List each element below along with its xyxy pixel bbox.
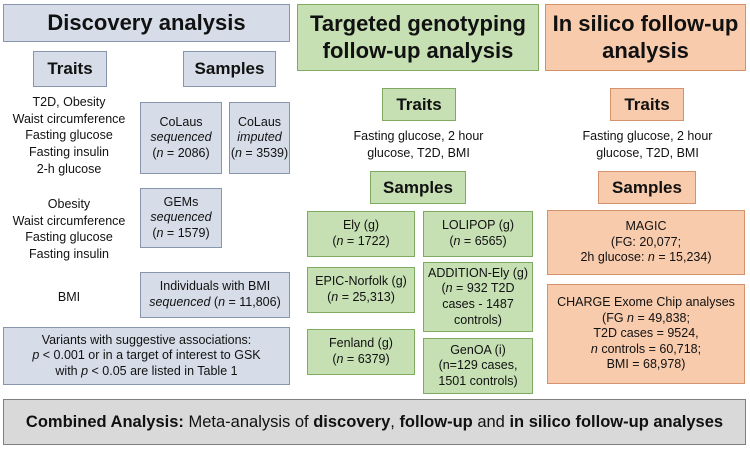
- sample-name: Fenland (g): [329, 336, 393, 351]
- sample-n: (n = 3539): [230, 145, 289, 160]
- combined-analysis-footer: Combined Analysis: Meta-analysis of disc…: [3, 399, 746, 445]
- sample-fenland: Fenland (g) (n = 6379): [307, 329, 415, 375]
- insilico-samples-label: Samples: [598, 171, 696, 204]
- targeted-traits-label: Traits: [382, 88, 456, 121]
- sample-name: LOLIPOP (g): [441, 218, 515, 233]
- sample-charge: CHARGE Exome Chip analyses (FG n = 49,83…: [547, 284, 745, 384]
- trait-text: Obesity: [47, 197, 91, 211]
- targeted-header-line1: Targeted genotyping: [310, 10, 526, 36]
- sample-genoa: GenOA (i) (n=129 cases, 1501 controls): [423, 338, 533, 394]
- note-line: Variants with suggestive associations:: [41, 332, 252, 347]
- targeted-traits-description: Fasting glucose, 2 hour glucose, T2D, BM…: [353, 129, 484, 160]
- sample-n: (n = 2086): [152, 145, 210, 160]
- sample-name: GenOA (i): [450, 342, 506, 357]
- sample-name: GEMs: [163, 194, 199, 209]
- trait-text: Waist circumference: [12, 111, 126, 126]
- sample-n: (n = 932 T2D: [441, 281, 515, 296]
- insilico-traits-text: Traits: [624, 94, 670, 114]
- sample-gems-sequenced: GEMs sequenced (n = 1579): [140, 188, 222, 248]
- variants-note: Variants with suggestive associations: p…: [3, 327, 290, 385]
- targeted-samples-text: Samples: [383, 177, 453, 197]
- sample-name: Ely (g): [342, 218, 380, 233]
- insilico-traits-description: Fasting glucose, 2 hour glucose, T2D, BM…: [582, 129, 713, 160]
- sample-addition-ely: ADDITION-Ely (g) (n = 932 T2D cases - 14…: [423, 262, 533, 332]
- trait-text: Fasting glucose: [25, 128, 113, 143]
- discovery-samples-label: Samples: [183, 51, 276, 87]
- discovery-header-text: Discovery analysis: [47, 9, 246, 35]
- discovery-samples-text: Samples: [194, 59, 265, 79]
- sample-name: CoLaus: [159, 114, 203, 129]
- insilico-samples-text: Samples: [612, 177, 682, 197]
- trait-text: T2D, Obesity: [32, 95, 106, 109]
- sample-name: MAGIC: [625, 219, 667, 234]
- sample-name: ADDITION-Ely (g): [428, 265, 528, 280]
- sample-kind: sequenced: [150, 210, 212, 225]
- discovery-traits-label: Traits: [33, 51, 107, 87]
- sample-n: (n = 25,313): [327, 290, 395, 304]
- sample-epic-norfolk: EPIC-Norfolk (g) (n = 25,313): [307, 267, 415, 313]
- sample-n: sequenced (n = 11,806): [149, 295, 281, 309]
- sample-name: Individuals with BMI: [159, 279, 271, 294]
- sample-colaus-sequenced: CoLaus sequenced (n = 2086): [140, 102, 222, 174]
- sample-magic: MAGIC (FG: 20,077; 2h glucose: n = 15,23…: [547, 210, 745, 275]
- sample-kind: sequenced: [150, 130, 212, 145]
- trait-text: Fasting insulin: [29, 144, 109, 159]
- trait-group-2: Obesity Waist circumference Fasting gluc…: [5, 196, 133, 263]
- insilico-traits-label: Traits: [610, 88, 684, 121]
- insilico-header: In silico follow-up analysis: [545, 4, 746, 71]
- sample-name: CHARGE Exome Chip analyses: [557, 294, 735, 309]
- trait-group-1: T2D, Obesity Waist circumference Fasting…: [5, 94, 133, 177]
- sample-colaus-imputed: CoLaus imputed (n = 3539): [229, 102, 290, 174]
- trait-text: Fasting insulin: [29, 246, 109, 261]
- trait-group-3: BMI: [5, 289, 133, 306]
- trait-text: BMI: [57, 290, 81, 304]
- targeted-traits-text: Traits: [396, 94, 442, 114]
- trait-text: Fasting glucose: [25, 230, 113, 245]
- sample-kind: imputed: [237, 130, 282, 145]
- sample-lolipop: LOLIPOP (g) (n = 6565): [423, 211, 533, 257]
- sample-name: CoLaus: [237, 114, 282, 129]
- sample-n: (n = 1722): [332, 234, 390, 248]
- targeted-header-line2: follow-up analysis: [322, 37, 514, 63]
- sample-n: (n = 6565): [449, 234, 507, 248]
- targeted-header: Targeted genotyping follow-up analysis: [297, 4, 539, 71]
- sample-n: (n = 1579): [152, 225, 210, 240]
- targeted-samples-label: Samples: [370, 171, 466, 204]
- discovery-traits-text: Traits: [47, 59, 93, 79]
- sample-n: (n = 6379): [332, 352, 390, 366]
- insilico-header-line1: In silico follow-up: [552, 10, 739, 36]
- insilico-header-line2: analysis: [602, 37, 689, 63]
- sample-ely: Ely (g) (n = 1722): [307, 211, 415, 257]
- sample-name: EPIC-Norfolk (g): [315, 274, 407, 289]
- note-line: p < 0.001 or in a target of interest to …: [32, 348, 261, 363]
- trait-text: 2-h glucose: [36, 161, 102, 176]
- discovery-header: Discovery analysis: [3, 4, 290, 42]
- sample-bmi-sequenced: Individuals with BMI sequenced (n = 11,8…: [140, 272, 290, 318]
- trait-text: Waist circumference: [12, 213, 126, 228]
- note-line: with p < 0.05 are listed in Table 1: [55, 363, 238, 378]
